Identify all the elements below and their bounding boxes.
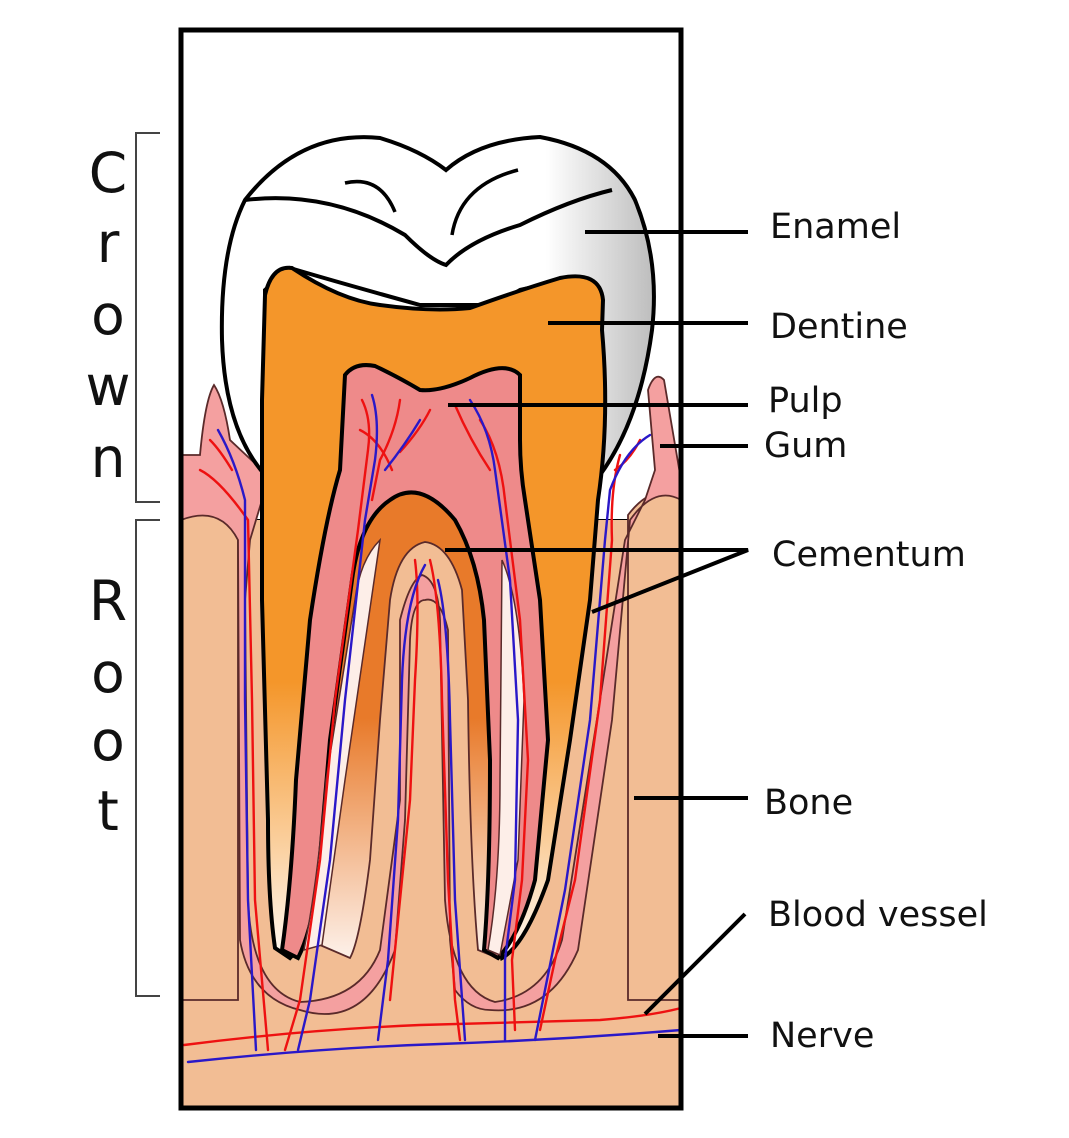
main-nerve [186, 1028, 681, 1064]
bone-right-crest [627, 491, 681, 1001]
nerve-branch [533, 433, 652, 1042]
artery-branch [370, 398, 402, 502]
dentine-label: Dentine [770, 307, 908, 347]
cementum-leader [445, 548, 749, 614]
nerve-branch [376, 563, 427, 1042]
cementum-label: Cementum [772, 535, 966, 575]
root-bracket [135, 519, 160, 997]
blood-vessel-label: Blood vessel [768, 895, 988, 935]
nerve-branch [383, 418, 422, 472]
pulp-chamber [279, 363, 551, 961]
root-letter: R [89, 569, 127, 633]
main-blood-vessel [182, 1006, 681, 1047]
pulp-label: Pulp [768, 381, 843, 421]
crown-side-label: C r o w n [86, 141, 131, 490]
nerve-branch [468, 398, 520, 1042]
crown-letter: r [97, 211, 120, 275]
gum-tissue [181, 375, 681, 1015]
artery-branch [453, 403, 492, 472]
artery-branch [283, 398, 371, 1052]
root-letter: o [91, 709, 125, 773]
root-letter: t [97, 779, 119, 843]
artery-branch [398, 408, 432, 454]
bone-label: Bone [764, 783, 853, 823]
root-canal-left [303, 537, 382, 952]
artery-branch [428, 558, 462, 1042]
root-letter: o [91, 641, 125, 705]
artery-branch [198, 468, 270, 1052]
gum-label: Gum [764, 426, 847, 466]
crown-letter: C [89, 141, 127, 205]
crown-letter: o [91, 283, 125, 347]
crown-letter: n [91, 426, 126, 490]
enamel-fissure-right [450, 168, 519, 236]
nerve-branch [216, 428, 258, 1052]
enamel-layer [219, 134, 656, 482]
root-side-label: R o o t [89, 569, 127, 843]
enamel-label: Enamel [770, 207, 901, 247]
nerve-branch [436, 578, 467, 1042]
nerve-label: Nerve [770, 1016, 874, 1056]
crown-bracket [135, 132, 160, 503]
artery-branch [388, 558, 419, 1002]
nerve-branch [296, 393, 379, 1052]
enamel-fissure-left [344, 179, 397, 213]
nerves [186, 393, 681, 1064]
blood-vessel-leader [643, 912, 747, 1016]
bone-left-crest [181, 511, 239, 1001]
diagram-frame [178, 27, 684, 1111]
enamel-groove [244, 188, 613, 268]
artery-branch [208, 438, 234, 472]
crown-letter: w [86, 354, 131, 418]
